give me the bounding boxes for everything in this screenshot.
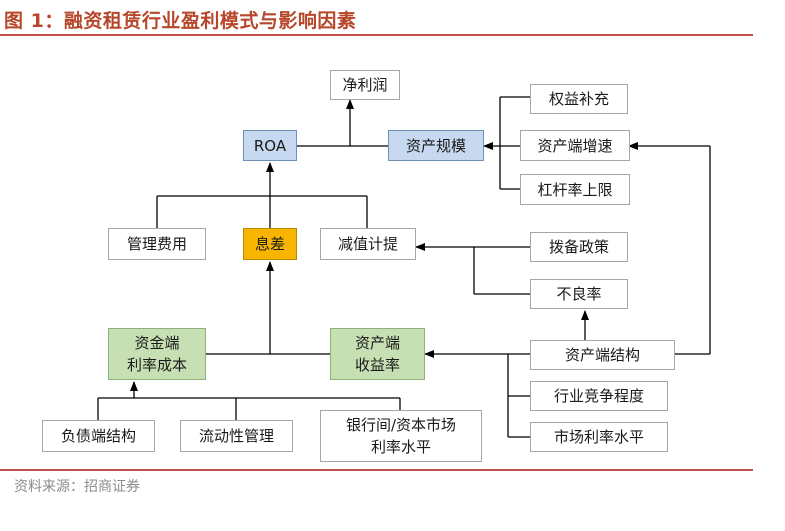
asset-scale-node: 资产规模 <box>388 130 484 161</box>
figure-title: 图 1：融资租赁行业盈利模式与影响因素 <box>4 10 357 32</box>
leverage-limit-node: 杠杆率上限 <box>520 174 630 205</box>
bottom-divider <box>0 469 753 471</box>
equity-supplement-node: 权益补充 <box>530 84 628 114</box>
impairment-node: 减值计提 <box>320 228 416 260</box>
funding-cost-node: 资金端 利率成本 <box>108 328 206 380</box>
liability-structure-node: 负债端结构 <box>42 420 155 452</box>
asset-growth-node: 资产端增速 <box>520 130 630 161</box>
roa-node: ROA <box>243 130 297 161</box>
net-profit-node: 净利润 <box>330 70 400 100</box>
interbank-rate-node: 银行间/资本市场 利率水平 <box>320 410 482 462</box>
mgmt-cost-node: 管理费用 <box>108 228 206 260</box>
market-rate-node: 市场利率水平 <box>530 422 668 452</box>
liquidity-mgmt-node: 流动性管理 <box>180 420 293 452</box>
spread-node: 息差 <box>243 228 297 260</box>
top-divider <box>0 34 753 36</box>
asset-yield-node: 资产端 收益率 <box>330 328 425 380</box>
npl-ratio-node: 不良率 <box>530 279 628 309</box>
source-note: 资料来源：招商证券 <box>14 479 140 495</box>
industry-competition-node: 行业竞争程度 <box>530 381 668 411</box>
asset-structure-node: 资产端结构 <box>530 340 675 370</box>
provision-policy-node: 拨备政策 <box>530 232 628 262</box>
